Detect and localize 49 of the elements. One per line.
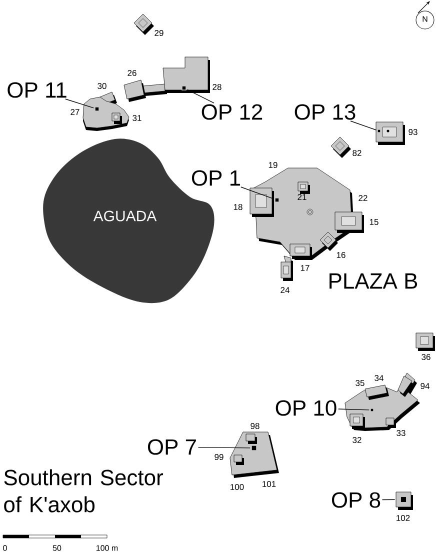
structure-number: 21 <box>298 194 306 200</box>
leader-line <box>198 446 250 448</box>
operation-label: OP 12 <box>202 104 262 120</box>
structure-number: 27 <box>70 109 80 115</box>
mound-drawing <box>396 492 413 510</box>
structure-number: 31 <box>132 115 142 121</box>
map-title: Southern Sector of K'axob <box>4 469 164 512</box>
structure-number: 16 <box>336 252 346 258</box>
excavation-unit <box>251 445 257 451</box>
structure-number: 100 <box>230 484 244 490</box>
leader-line <box>65 98 94 108</box>
structure-number: 19 <box>268 162 278 168</box>
leader-line <box>240 186 274 200</box>
north-label: N <box>422 16 428 22</box>
operation-label: OP 10 <box>276 400 336 416</box>
structure-number: 35 <box>356 380 364 386</box>
structure-number: 99 <box>214 454 224 460</box>
operation-label: OP 7 <box>148 439 196 455</box>
scale-label: 50 <box>52 545 62 551</box>
scale-label: 100 m <box>96 545 118 551</box>
structure-number: 82 <box>352 150 362 156</box>
operation-label: OP 8 <box>332 492 380 508</box>
excavation-unit <box>377 129 381 133</box>
structure-number: 28 <box>212 84 222 90</box>
plaza-label: PLAZA B <box>330 273 418 289</box>
structure-number: 18 <box>234 204 242 210</box>
structure-number: 33 <box>396 430 406 436</box>
structure-number: 94 <box>420 383 430 389</box>
structure-number: 101 <box>262 481 276 487</box>
structure-number: 34 <box>374 375 384 381</box>
operation-label: OP 11 <box>8 82 66 98</box>
scale-label: 0 <box>3 545 7 551</box>
structure-number: 15 <box>370 219 378 225</box>
excavation-unit <box>182 86 186 90</box>
structure-number: 24 <box>280 287 290 293</box>
excavation-unit <box>370 408 374 412</box>
structure-number: 26 <box>128 70 136 76</box>
structure-number: 22 <box>358 195 368 201</box>
structure-number: 17 <box>300 265 310 271</box>
structure-number: 98 <box>250 423 260 429</box>
structure-number: 93 <box>408 129 418 135</box>
excavation-unit <box>94 106 100 112</box>
structure-number: 29 <box>154 30 164 36</box>
leader-line <box>382 499 396 500</box>
structure-number: 36 <box>422 354 430 360</box>
excavation-unit <box>274 198 280 202</box>
structure-number: 32 <box>352 437 362 443</box>
operation-label: OP 13 <box>294 104 356 120</box>
structure-number: 30 <box>98 83 106 89</box>
